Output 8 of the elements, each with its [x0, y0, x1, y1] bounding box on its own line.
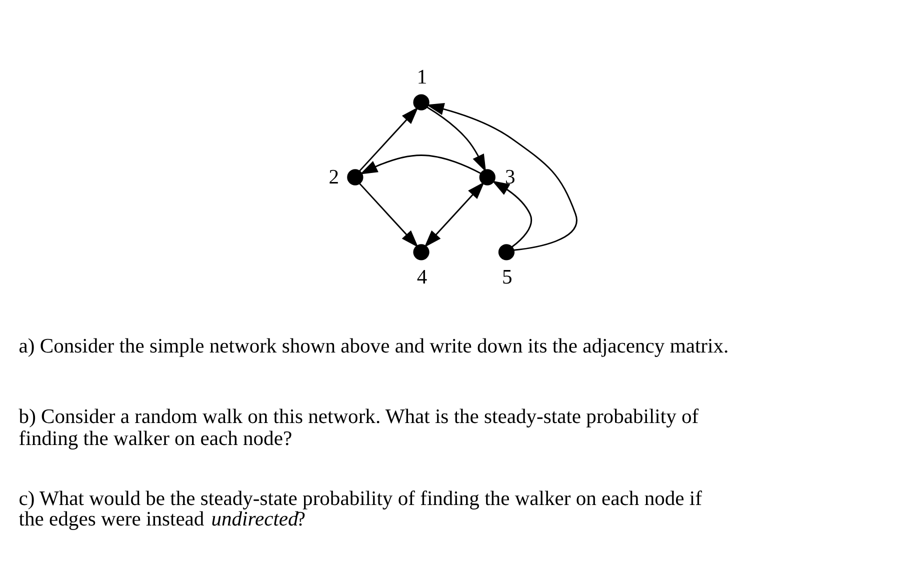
node-label: 2	[328, 166, 340, 188]
node-label: 4	[416, 266, 428, 288]
label: b) Consider a random walk on this network. What is the steady-state probability of finding the walker on each node?	[18, 406, 699, 450]
node-label: 5	[502, 266, 512, 288]
node-label: 3	[505, 166, 516, 188]
node-label: 1	[416, 66, 428, 89]
label: a) Consider the simple network shown above and write down its the adjacency matrix.	[18, 335, 729, 358]
label: c) What would be the steady-state probability of finding the walker on each node if the edges were instead undirected?	[18, 488, 702, 531]
